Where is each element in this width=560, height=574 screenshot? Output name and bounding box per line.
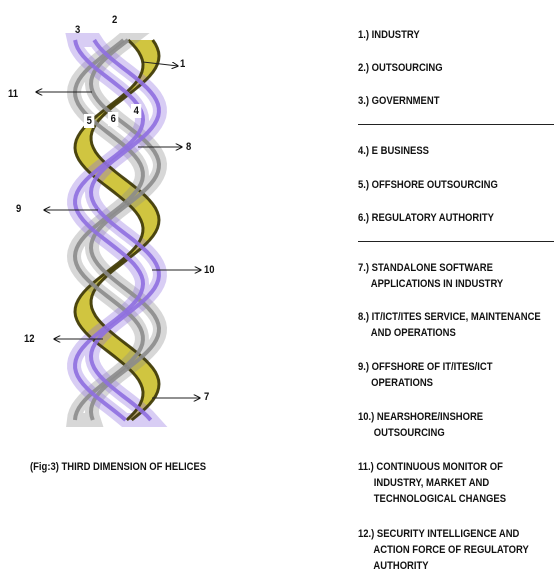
label-7: 7 [204, 391, 209, 403]
label-4: 4 [131, 104, 141, 118]
label-12: 12 [24, 333, 35, 345]
label-1: 1 [180, 58, 185, 70]
label-10: 10 [204, 264, 215, 276]
label-3: 3 [75, 24, 80, 36]
legend-item-3: 3.) GOVERNMENT [358, 93, 530, 109]
label-5: 5 [84, 114, 94, 128]
legend-item-6: 6.) REGULATORY AUTHORITY [358, 210, 530, 226]
legend-divider-2 [358, 241, 554, 242]
label-11: 11 [8, 88, 18, 100]
legend-item-2: 2.) OUTSOURCING [358, 60, 530, 76]
label-9: 9 [16, 203, 21, 215]
legend-divider-1 [358, 124, 554, 125]
legend-item-9: 9.) OFFSHORE OF IT/ITES/ICT OPERATIONS [358, 359, 530, 391]
helix-strands [74, 40, 160, 420]
legend-item-8: 8.) IT/ICT/ITES SERVICE, MAINTENANCE AND… [358, 309, 530, 341]
label-6: 6 [108, 112, 118, 126]
legend-item-4: 4.) E BUSINESS [358, 143, 530, 159]
legend-item-5: 5.) OFFSHORE OUTSOURCING [358, 177, 530, 193]
label-2: 2 [112, 14, 117, 26]
legend-item-10: 10.) NEARSHORE/INSHORE OUTSOURCING [358, 409, 530, 441]
legend-item-1: 1.) INDUSTRY [358, 27, 530, 43]
legend-item-12: 12.) SECURITY INTELLIGENCE AND ACTION FO… [358, 526, 530, 574]
legend-item-11: 11.) CONTINUOUS MONITOR OF INDUSTRY, MAR… [358, 459, 530, 507]
label-8: 8 [186, 141, 191, 153]
figure-caption: (Fig:3) THIRD DIMENSION OF HELICES [30, 461, 206, 473]
legend-item-7: 7.) STANDALONE SOFTWARE APPLICATIONS IN … [358, 260, 530, 292]
